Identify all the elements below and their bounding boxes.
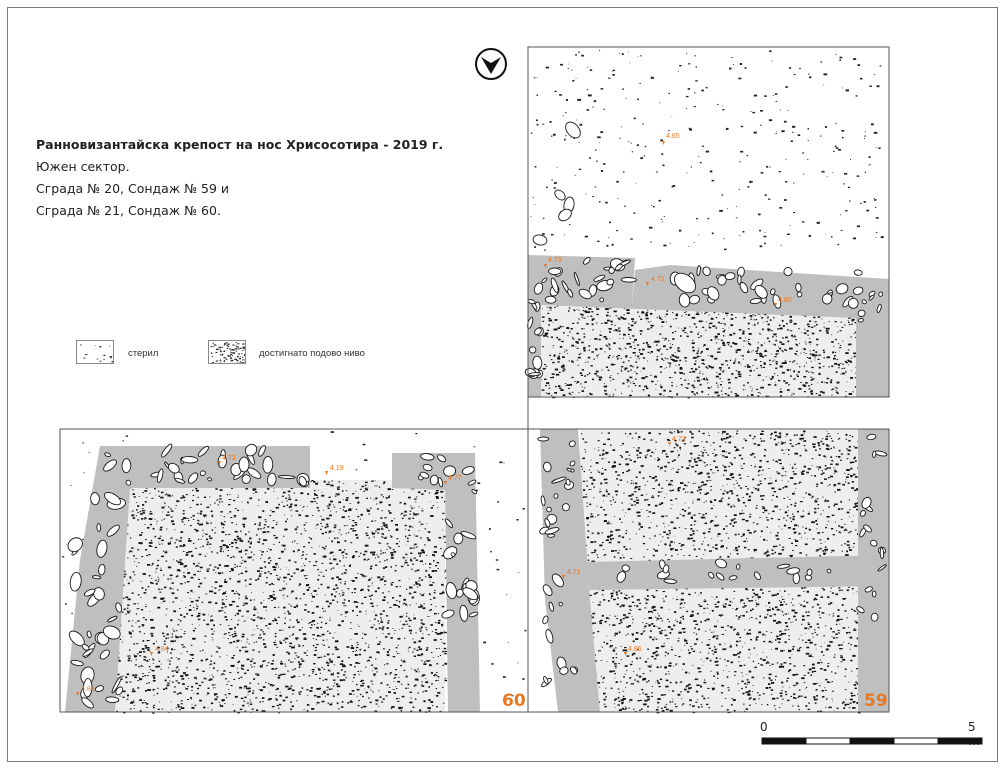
legend-label-floor: достигнато подово ниво bbox=[259, 348, 365, 359]
level-marker: 4.83 bbox=[76, 686, 95, 696]
legend-swatch-sterile bbox=[76, 340, 114, 364]
wall-59-south-east bbox=[858, 429, 889, 712]
wall-59-north-west bbox=[528, 255, 889, 397]
level-marker: 4.71 bbox=[562, 569, 581, 579]
scale-bar-graphic bbox=[761, 737, 983, 745]
trench-59-north bbox=[524, 46, 890, 399]
level-marker: 4.80 bbox=[774, 297, 792, 307]
level-markers: 4.65 4.73 4.71 4.80 4.73 4.19 4.77 4.73 … bbox=[76, 133, 792, 696]
subtitle-line-2: Сграда № 20, Сондаж № 59 и bbox=[36, 181, 230, 196]
map-title: Ранновизантайска крепост на нос Хрисосот… bbox=[36, 137, 444, 152]
north-arrow-icon bbox=[474, 47, 508, 81]
level-marker: 4.65 bbox=[662, 133, 680, 145]
legend-swatch-floor bbox=[208, 340, 246, 364]
wall-60-east bbox=[392, 453, 480, 712]
trench-59-south-outline bbox=[527, 428, 890, 713]
trench-59-south bbox=[527, 428, 890, 714]
trench-60 bbox=[59, 428, 529, 714]
trench-number-59: 59 bbox=[864, 691, 888, 711]
subtitle-line-1: Южен сектор. bbox=[36, 159, 130, 174]
level-marker: 4.19 bbox=[325, 465, 344, 475]
subtitle-line-3: Сграда № 21, Сондаж № 60. bbox=[36, 203, 221, 218]
scale-segment bbox=[937, 737, 983, 745]
scale-bar: 0 5 m bbox=[760, 720, 990, 760]
map-frame bbox=[7, 7, 998, 762]
level-marker: 4.73 bbox=[218, 455, 236, 465]
title-block: Ранновизантайска крепост на нос Хрисосот… bbox=[36, 134, 443, 222]
level-marker: 4.84 bbox=[150, 646, 169, 656]
scale-segment bbox=[761, 737, 807, 745]
level-marker: 4.86 bbox=[624, 646, 642, 656]
level-marker: 4.77 bbox=[444, 475, 462, 485]
trench-number-60: 60 bbox=[502, 691, 526, 711]
scale-segment bbox=[805, 737, 851, 745]
level-marker: 4.71 bbox=[646, 276, 665, 286]
level-marker: 4.73 bbox=[668, 436, 686, 446]
wall-60-north-west bbox=[65, 446, 310, 712]
level-marker: 4.73 bbox=[544, 257, 562, 268]
wall-59-south-west bbox=[540, 429, 600, 712]
scale-segment bbox=[893, 737, 939, 745]
legend-label-sterile: стерил bbox=[128, 348, 159, 359]
trench-59-north-outline bbox=[527, 46, 890, 398]
scale-start-label: 0 bbox=[760, 720, 768, 734]
scale-segment bbox=[849, 737, 895, 745]
